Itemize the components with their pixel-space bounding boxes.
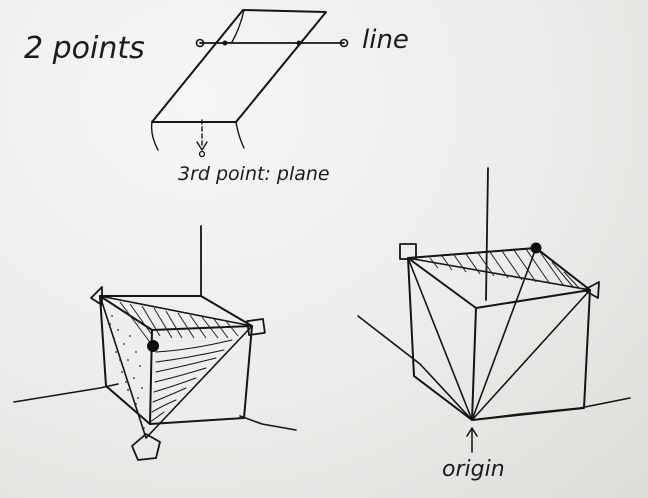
- cube-left-pentagon-marker: [131, 433, 161, 461]
- cube-right: origin: [357, 167, 631, 482]
- cube-right-front-left: [407, 257, 477, 421]
- label-origin: origin: [442, 457, 505, 482]
- third-point: [198, 150, 206, 158]
- point-2: [296, 40, 302, 46]
- cube-right-vertical-axis: [485, 167, 489, 301]
- cube-right-dot: [530, 242, 542, 254]
- point-1: [222, 40, 228, 46]
- cube-right-triangle-sides: [407, 257, 591, 421]
- label-line: line: [362, 25, 409, 55]
- third-point-arrow-head: [196, 141, 208, 151]
- plane-edge-right: [235, 121, 245, 149]
- line-end-point-right: [339, 38, 349, 48]
- cube-left-floor-left: [13, 383, 119, 403]
- cube-left-hatching-top: [119, 301, 239, 346]
- cube-right-top-triangle: [407, 247, 591, 291]
- cube-left-square-marker: [246, 318, 266, 336]
- plane-edge-top: [231, 9, 245, 43]
- label-2-points: 2 points: [24, 31, 145, 66]
- cube-right-hatching-top: [429, 248, 581, 290]
- cube-right-edge-to-dot: [471, 247, 537, 421]
- cube-right-floor-left: [357, 315, 473, 421]
- cube-right-front-right: [471, 289, 591, 421]
- cube-left-front-right: [149, 325, 253, 425]
- cube-left: [13, 225, 297, 461]
- cube-left-triangle: [99, 295, 253, 439]
- plane-diagram: 2 points line 3rd point: plane: [24, 9, 409, 185]
- line-end-point-left: [195, 38, 205, 48]
- origin-arrow-head: [466, 427, 478, 437]
- cube-right-top-face: [407, 247, 591, 309]
- cube-left-front-left: [99, 295, 153, 425]
- cube-right-triangle-marker: [583, 281, 600, 299]
- cube-right-square-marker: [399, 243, 417, 260]
- cube-left-origin-dot: [147, 340, 159, 352]
- cube-left-stipple: [109, 315, 145, 429]
- cube-left-triangle-marker: [90, 286, 103, 306]
- label-third-point: 3rd point: plane: [178, 163, 330, 185]
- plane-edge-left: [150, 121, 159, 151]
- cube-left-floor-right: [239, 415, 297, 431]
- cube-left-hatching-right: [149, 339, 233, 423]
